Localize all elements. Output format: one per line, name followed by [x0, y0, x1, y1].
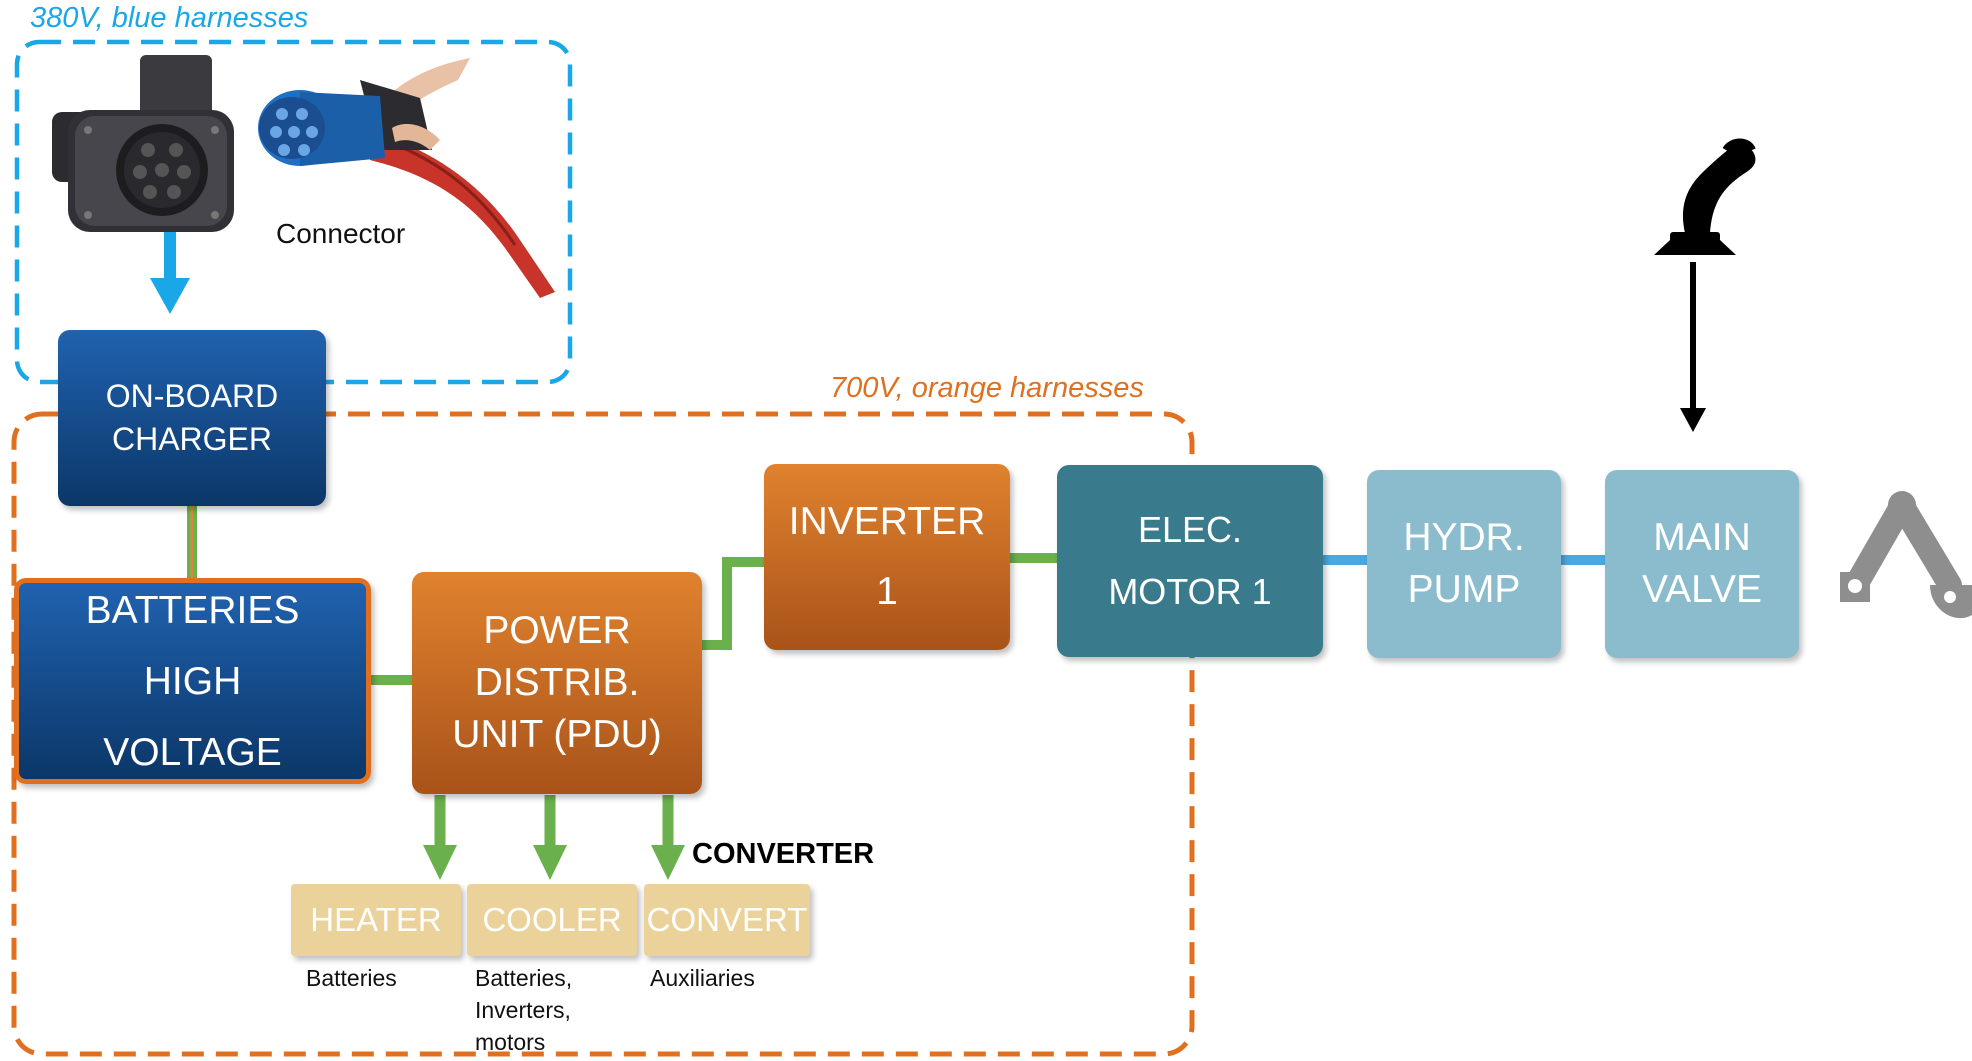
batteries-line2: HIGH	[143, 659, 242, 703]
pump-block: HYDR. PUMP	[1367, 470, 1561, 658]
valve-block: MAIN VALVE	[1605, 470, 1799, 658]
charging-plug-icon	[258, 58, 555, 298]
heater-label: HEATER	[310, 901, 442, 938]
cooler-caption-line2: Inverters,	[475, 997, 571, 1023]
pump-line2: PUMP	[1407, 568, 1521, 611]
arrow-pdu-heater	[423, 795, 457, 880]
batteries-line1: BATTERIES	[85, 588, 300, 632]
heater-caption: Batteries	[306, 965, 397, 991]
link-pdu-inverter	[700, 557, 765, 650]
orange-zone-label: 700V, orange harnesses	[830, 372, 1144, 404]
excavator-arm-icon	[1840, 491, 1972, 619]
pdu-line3: UNIT (PDU)	[452, 713, 662, 756]
onboard-charger-block: ON-BOARD CHARGER	[58, 330, 326, 506]
batteries-block: BATTERIES HIGH VOLTAGE	[14, 578, 371, 784]
arrow-pdu-convert	[651, 795, 685, 880]
inverter-line2: 1	[876, 570, 898, 613]
convert-block: CONVERT	[644, 884, 810, 956]
batteries-line3: VOLTAGE	[103, 730, 282, 774]
blue-zone-label: 380V, blue harnesses	[30, 2, 309, 34]
connector-label: Connector	[276, 218, 406, 249]
onboard-charger-line1: ON-BOARD	[105, 378, 279, 414]
cooler-label: COOLER	[482, 901, 622, 938]
cooler-caption: Batteries, Inverters, motors	[475, 962, 572, 1058]
cooler-caption-line1: Batteries,	[475, 965, 573, 991]
charging-socket-icon	[52, 55, 234, 232]
onboard-charger-line2: CHARGER	[111, 421, 272, 457]
motor-line1: ELEC.	[1137, 509, 1243, 550]
cooler-block: COOLER	[467, 884, 637, 956]
arrow-connector-charger	[150, 230, 190, 314]
arrow-pdu-cooler	[533, 795, 567, 880]
motor-block: ELEC. MOTOR 1	[1057, 465, 1323, 657]
inverter-block: INVERTER 1	[764, 464, 1010, 650]
inverter-line1: INVERTER	[788, 500, 986, 543]
pdu-block: POWER DISTRIB. UNIT (PDU)	[412, 572, 702, 794]
motor-line2: MOTOR 1	[1108, 571, 1272, 612]
converter-label: CONVERTER	[692, 838, 875, 870]
valve-line2: VALVE	[1642, 568, 1762, 611]
arrow-joystick-valve	[1680, 262, 1706, 432]
pdu-line1: POWER	[483, 609, 631, 652]
joystick-icon	[1654, 138, 1756, 255]
pdu-line2: DISTRIB.	[474, 661, 640, 704]
pump-line1: HYDR.	[1403, 516, 1525, 559]
convert-label: CONVERT	[646, 901, 808, 938]
cooler-caption-line3: motors	[475, 1029, 546, 1055]
convert-caption: Auxiliaries	[650, 965, 755, 991]
heater-block: HEATER	[291, 884, 461, 956]
valve-line1: MAIN	[1653, 516, 1751, 559]
